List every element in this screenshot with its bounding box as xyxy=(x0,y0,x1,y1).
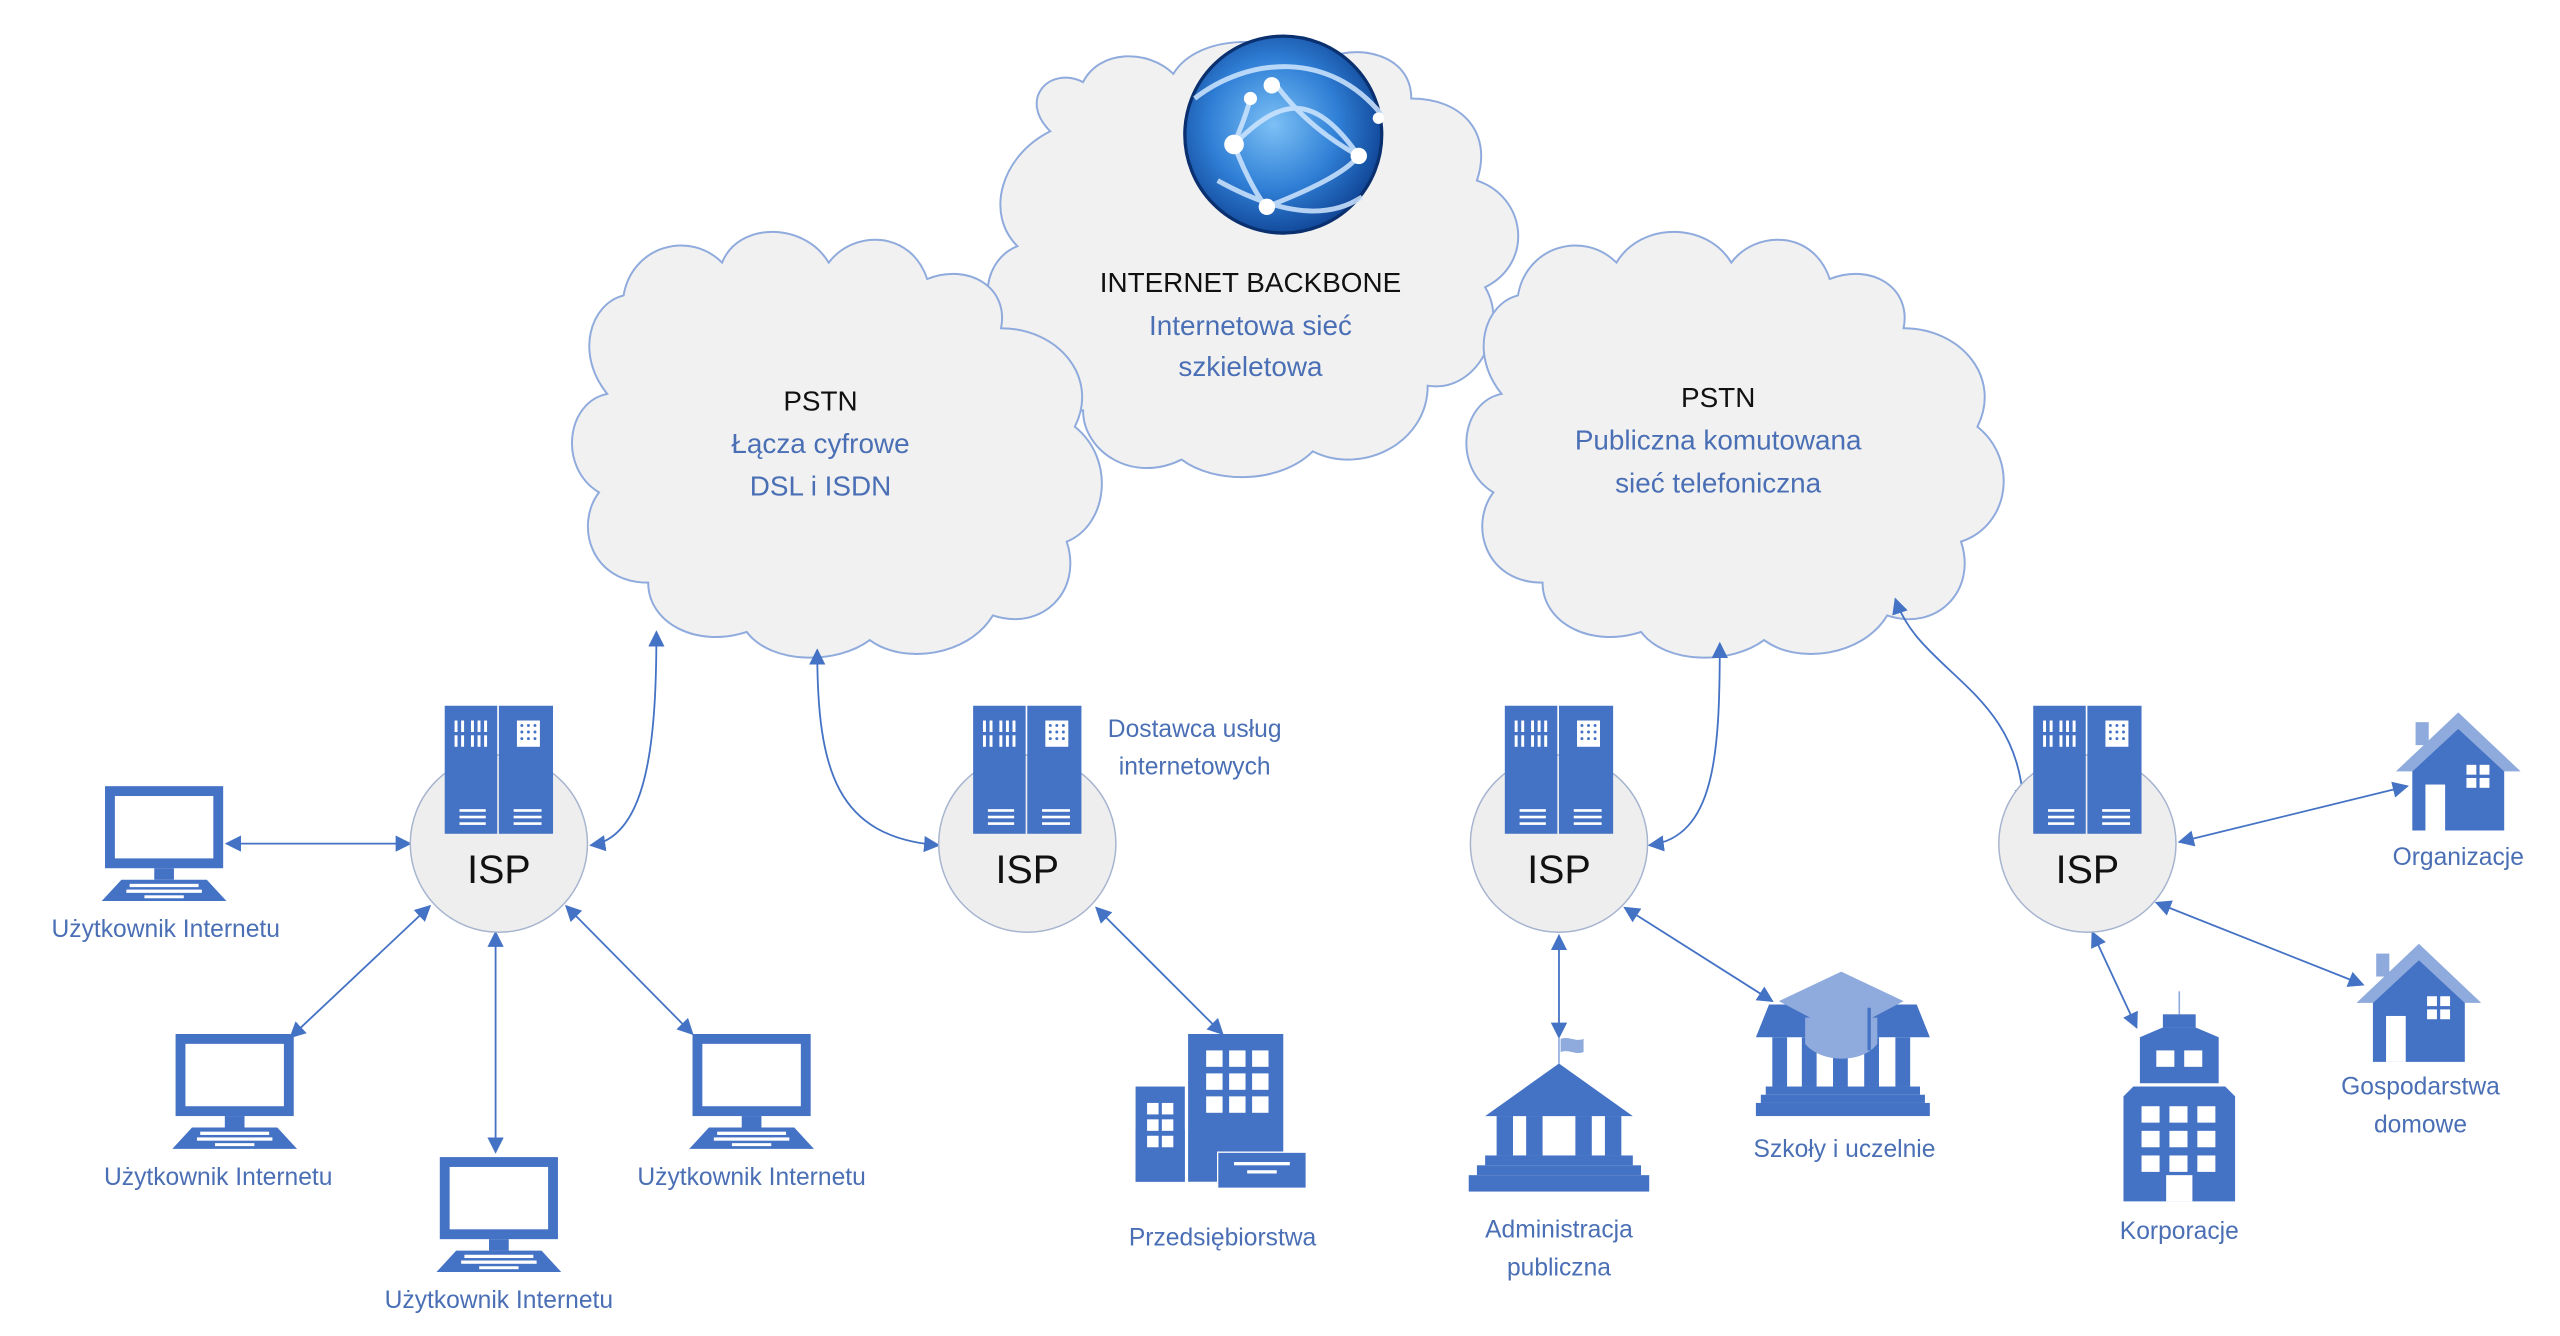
user-1[interactable]: Użytkownik Internetu xyxy=(52,786,280,943)
households[interactable]: Gospodarstwa domowe xyxy=(2341,943,2500,1139)
link-isp2-enterprises xyxy=(1095,906,1224,1036)
isp-label: ISP xyxy=(996,848,1059,892)
households-label-line2: domowe xyxy=(2374,1111,2467,1138)
admin-label-line1: Administracja xyxy=(1485,1217,1633,1244)
skyscraper-icon xyxy=(2123,991,2236,1202)
office-building-icon xyxy=(1135,1034,1307,1189)
link-pstn-left-isp2 xyxy=(809,648,941,853)
admin-label-line2: publiczna xyxy=(1507,1254,1611,1281)
isp-node-2[interactable]: ISP Dostawca usług internetowych xyxy=(937,705,1282,933)
pstn-left-subtitle-line2: DSL i ISDN xyxy=(750,471,891,502)
link-isp1-user2 xyxy=(289,904,432,1039)
globe-icon xyxy=(1183,34,1385,235)
isp-label: ISP xyxy=(2056,848,2119,892)
schools[interactable]: Szkoły i uczelnie xyxy=(1754,971,1936,1163)
isp-caption-line1: Dostawca usług xyxy=(1108,716,1282,743)
link-isp3-pstn-right xyxy=(1647,641,1728,852)
user-label: Użytkownik Internetu xyxy=(52,916,280,943)
university-icon xyxy=(1755,971,1930,1117)
computer-icon xyxy=(172,1034,298,1149)
user-label: Użytkownik Internetu xyxy=(385,1287,613,1314)
isp-node-1[interactable]: ISP xyxy=(409,705,589,933)
pstn-right-subtitle-line2: sieć telefoniczna xyxy=(1615,467,1822,498)
pstn-right-title: PSTN xyxy=(1681,382,1755,413)
server-icon xyxy=(2033,705,2142,834)
households-label-line1: Gospodarstwa xyxy=(2341,1074,2500,1101)
pstn-right-cloud xyxy=(1465,231,2005,659)
house-icon xyxy=(2356,943,2482,1062)
link-isp1-pstn-left xyxy=(589,630,665,852)
link-pstn-right-isp4 xyxy=(1892,597,2031,806)
user-2[interactable]: Użytkownik Internetu xyxy=(104,1034,332,1191)
link-isp4-households xyxy=(2154,900,2365,987)
computer-icon xyxy=(436,1157,562,1272)
user-label: Użytkownik Internetu xyxy=(104,1164,332,1191)
link-isp3-schools xyxy=(1623,906,1774,1003)
backbone-subtitle-line1: Internetowa sieć xyxy=(1149,310,1352,341)
enterprises[interactable]: Przedsiębiorstwa xyxy=(1129,1034,1317,1252)
government-building-icon xyxy=(1468,1037,1650,1192)
isp-node-4[interactable]: ISP xyxy=(1998,705,2177,933)
enterprises-label: Przedsiębiorstwa xyxy=(1129,1225,1317,1252)
connections xyxy=(224,597,2409,1154)
computer-icon xyxy=(689,1034,814,1149)
backbone-subtitle-line2: szkieletowa xyxy=(1178,351,1323,382)
public-administration[interactable]: Administracja publiczna xyxy=(1468,1037,1650,1281)
isp-caption-line2: internetowych xyxy=(1119,754,1271,781)
backbone-title: INTERNET BACKBONE xyxy=(1100,267,1402,298)
schools-label: Szkoły i uczelnie xyxy=(1754,1136,1936,1163)
server-icon xyxy=(444,705,554,834)
user-label: Użytkownik Internetu xyxy=(637,1164,865,1191)
server-icon xyxy=(973,705,1082,834)
server-icon xyxy=(1504,705,1614,834)
computer-icon xyxy=(101,786,227,902)
pstn-left-subtitle-line1: Łącza cyfrowe xyxy=(731,428,909,459)
house-icon xyxy=(2395,712,2521,831)
pstn-left-title: PSTN xyxy=(783,385,857,416)
organizations-label: Organizacje xyxy=(2393,844,2524,871)
isp-label: ISP xyxy=(1527,848,1590,892)
link-isp1-user4 xyxy=(565,904,694,1036)
isp-label: ISP xyxy=(467,848,530,892)
corporations-label: Korporacje xyxy=(2120,1218,2239,1245)
corporations[interactable]: Korporacje xyxy=(2120,991,2239,1245)
link-isp4-corporations xyxy=(2091,930,2138,1029)
isp-node-3[interactable]: ISP xyxy=(1469,705,1649,933)
user-3[interactable]: Użytkownik Internetu xyxy=(385,1157,613,1314)
pstn-left-cloud xyxy=(571,231,1103,659)
organizations[interactable]: Organizacje xyxy=(2393,712,2524,871)
user-4[interactable]: Użytkownik Internetu xyxy=(637,1034,866,1191)
link-isp4-organizations xyxy=(2177,781,2409,847)
pstn-right-subtitle-line1: Publiczna komutowana xyxy=(1575,425,1862,456)
